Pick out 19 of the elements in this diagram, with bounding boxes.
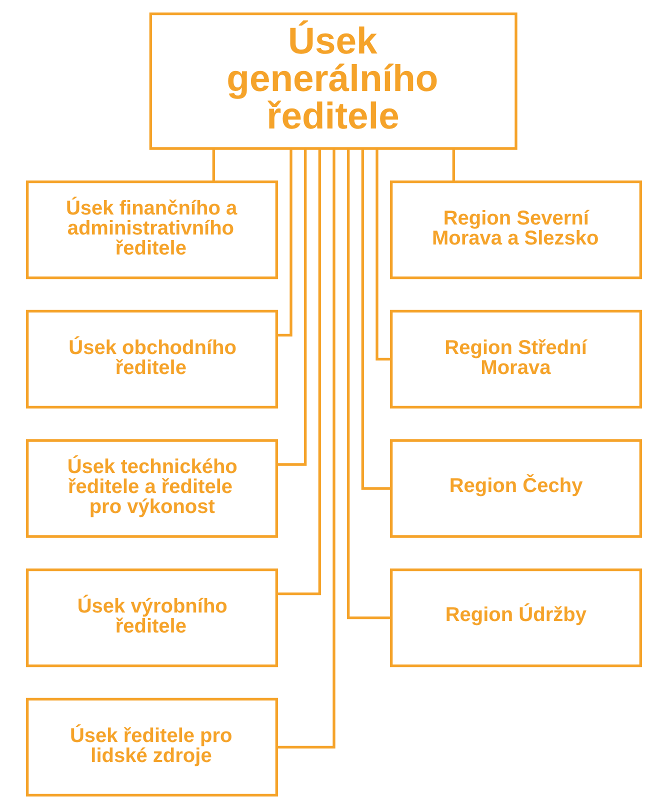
node-box: Úsek generálního ředitele [148, 12, 517, 150]
node-box: Region Střední Morava [390, 310, 642, 408]
node-box: Úsek ředitele pro lidské zdroje [26, 698, 278, 796]
connector [452, 148, 454, 182]
node-box: Region Severní Morava a Slezsko [390, 180, 642, 280]
connector [346, 148, 391, 620]
node-box: Region Čechy [390, 439, 642, 538]
node-box: Region Údržby [390, 568, 642, 668]
connector [276, 148, 320, 596]
connector [360, 148, 391, 490]
node-box: Úsek výrobního ředitele [26, 568, 278, 668]
connector [276, 148, 292, 336]
node-box: Úsek obchodního ředitele [26, 310, 278, 408]
connector [276, 148, 306, 466]
node-box: Úsek finančního a administrativního ředitele [26, 180, 278, 280]
connector [212, 148, 214, 182]
connector [375, 148, 390, 360]
connector [276, 148, 335, 748]
node-box: Úsek technického ředitele a ředitele pro výkonost [26, 439, 278, 538]
